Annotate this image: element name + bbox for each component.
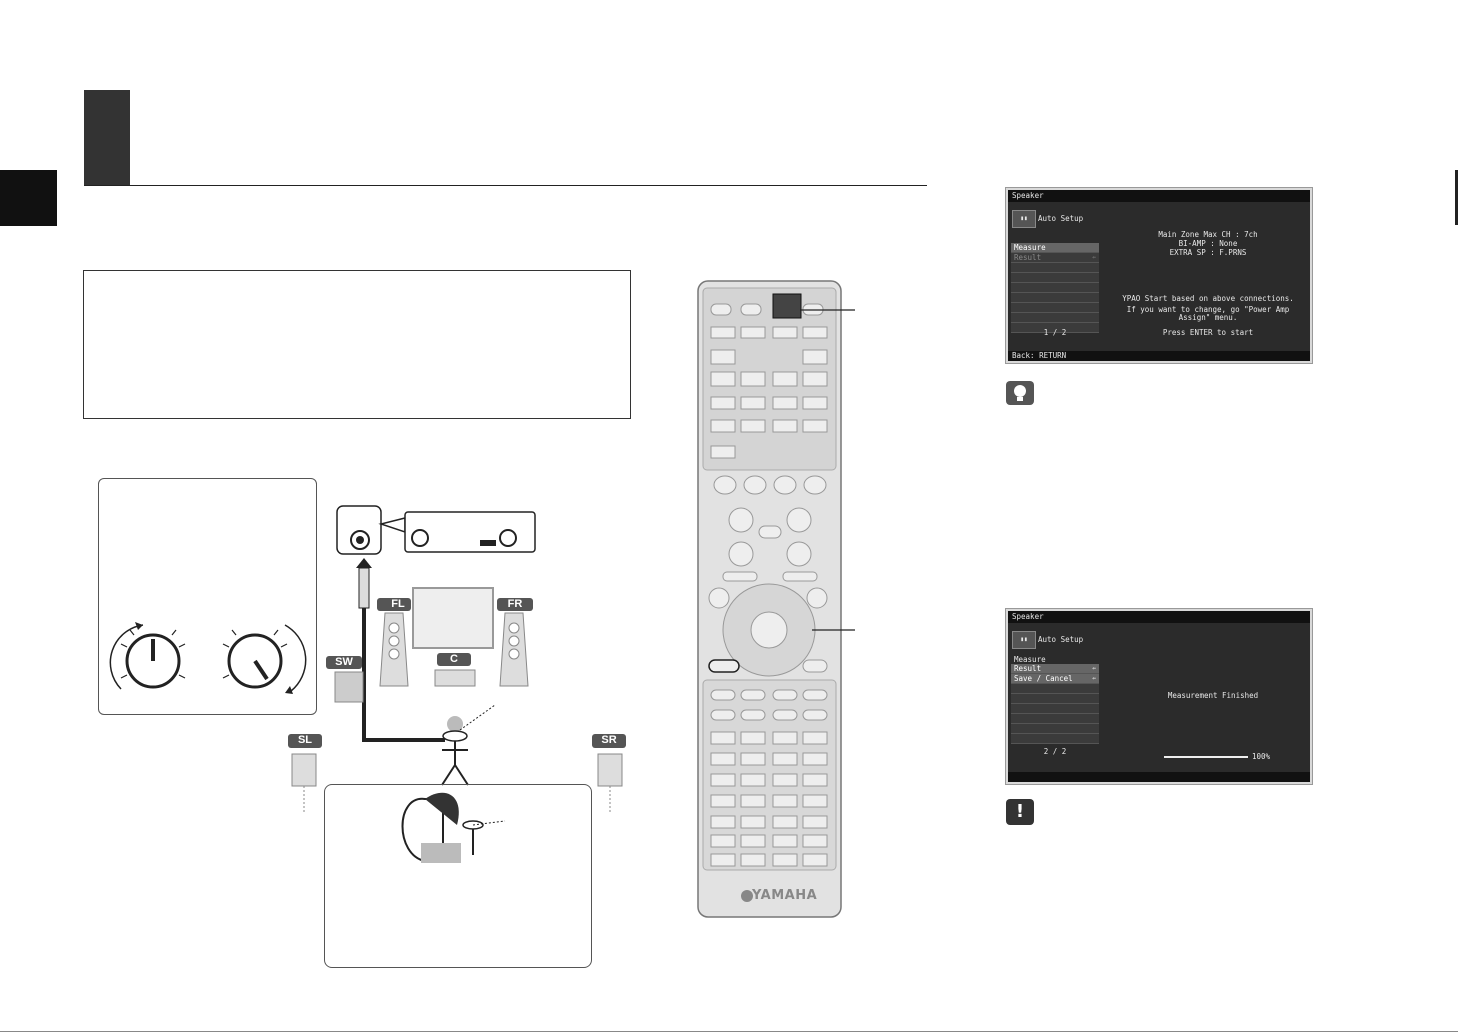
menu-item-measure[interactable]: Measure bbox=[1011, 243, 1099, 253]
osd-footer: Back: RETURN bbox=[1008, 351, 1310, 361]
progress-bar-fill bbox=[1164, 756, 1248, 758]
speaker-setup-icon: ▮▮ bbox=[1012, 210, 1036, 228]
exclamation-icon: ! bbox=[1006, 799, 1034, 825]
title-rule bbox=[84, 185, 927, 186]
listener-illustration bbox=[401, 792, 506, 863]
footer-rule bbox=[0, 1031, 1458, 1032]
title-block bbox=[84, 90, 130, 186]
lightbulb-icon bbox=[1006, 381, 1034, 405]
info-extra-sp: EXTRA SP : F.PRNS bbox=[1169, 248, 1247, 257]
osd-screen-auto-setup-start: Speaker ▮▮ Auto Setup Measure Result⇐ 1 … bbox=[1005, 187, 1313, 364]
message-line-1: YPAO Start based on above connections. bbox=[1122, 294, 1294, 303]
page-edge-mark bbox=[1455, 170, 1458, 225]
note-box bbox=[83, 270, 631, 419]
speaker-label-sl: SL bbox=[297, 734, 313, 746]
osd-footer bbox=[1008, 772, 1310, 782]
message-line-2: If you want to change, go "Power Amp bbox=[1126, 305, 1290, 314]
menu-item-result[interactable]: Result⇐ bbox=[1011, 253, 1099, 263]
info-max-ch: Main Zone Max CH : 7ch bbox=[1158, 230, 1258, 239]
osd-pager: 2 / 2 bbox=[1043, 747, 1067, 756]
osd-header: Speaker bbox=[1008, 190, 1310, 202]
info-bi-amp: BI-AMP : None bbox=[1178, 239, 1238, 248]
section-tab bbox=[0, 170, 57, 226]
measurement-status: Measurement Finished bbox=[1167, 691, 1259, 700]
menu-item-save-cancel[interactable]: Save / Cancel⇐ bbox=[1011, 674, 1099, 684]
osd-icon-label: Auto Setup bbox=[1038, 214, 1084, 223]
subwoofer-adjust-box bbox=[98, 478, 317, 715]
fl-badge-bg bbox=[377, 598, 411, 611]
menu-item-measure[interactable]: Measure bbox=[1011, 655, 1099, 664]
leader-lines bbox=[800, 309, 855, 631]
osd-header: Speaker bbox=[1008, 611, 1310, 623]
osd-icon-label: Auto Setup bbox=[1038, 635, 1084, 644]
fr-badge-bg bbox=[497, 598, 533, 611]
osd-menu: Measure Result⇐ bbox=[1011, 243, 1099, 333]
subwoofer-knobs-illustration bbox=[109, 622, 307, 694]
enter-prompt: Press ENTER to start bbox=[1162, 328, 1254, 337]
progress-bar bbox=[1164, 756, 1248, 758]
speaker-label-fl: FL bbox=[391, 598, 405, 610]
speaker-label-sw: SW bbox=[335, 656, 353, 668]
osd-menu: Measure Result⇐ Save / Cancel⇐ bbox=[1011, 655, 1099, 744]
microphone-placement-box bbox=[324, 784, 592, 968]
message-line-3: Assign" menu. bbox=[1178, 313, 1238, 322]
speaker-label-c: C bbox=[450, 653, 458, 665]
speaker-setup-icon: ▮▮ bbox=[1012, 631, 1036, 649]
osd-screen-measurement-finished: Speaker ▮▮ Auto Setup Measure Result⇐ Sa… bbox=[1005, 608, 1313, 785]
speaker-layout-diagram bbox=[288, 505, 626, 812]
progress-label: 100% bbox=[1252, 752, 1271, 761]
menu-item-result[interactable]: Result⇐ bbox=[1011, 664, 1099, 674]
speaker-label-fr: FR bbox=[507, 598, 523, 610]
remote-control bbox=[697, 280, 842, 918]
speaker-label-sr: SR bbox=[601, 734, 617, 746]
osd-pager: 1 / 2 bbox=[1043, 328, 1067, 337]
remote-brand: YAMAHA bbox=[752, 888, 818, 903]
